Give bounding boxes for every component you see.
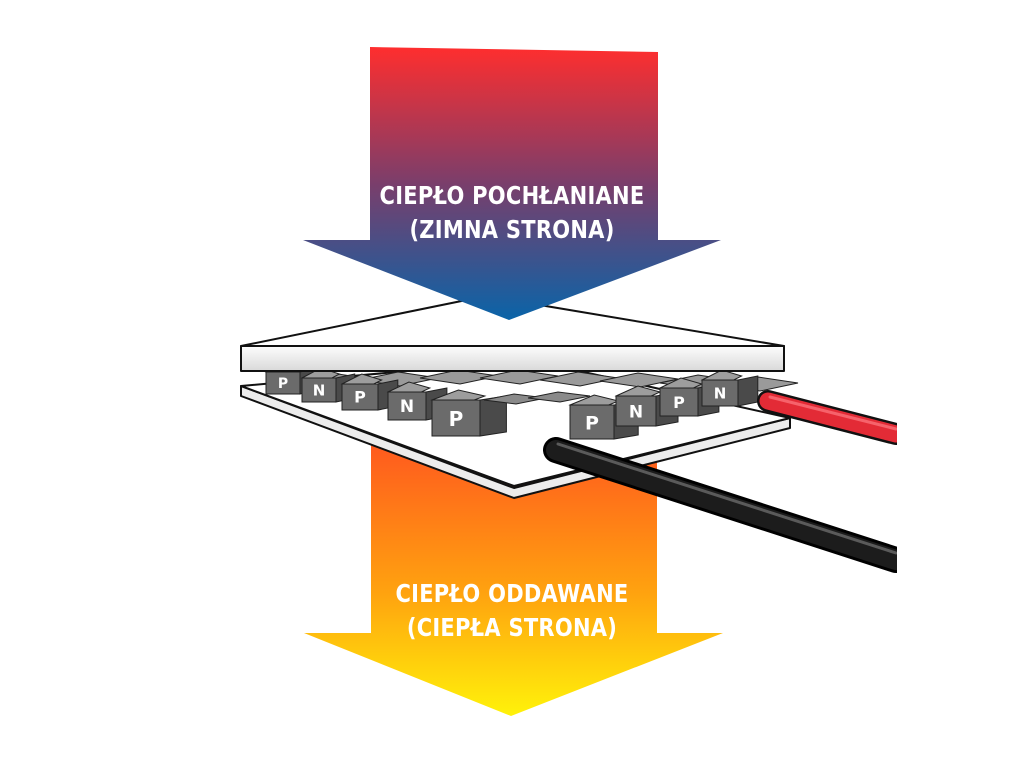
- hot-side-label: CIEPŁO ODDAWANE (CIEPŁA STRONA): [82, 577, 942, 645]
- leg-top-face: [527, 391, 591, 403]
- top-plate: [240, 295, 785, 372]
- leg-type-label: N: [714, 385, 727, 403]
- negative-wire: [543, 437, 909, 573]
- cold-side-label-line1: CIEPŁO POCHŁANIANE: [379, 181, 645, 210]
- leg-type-label: P: [585, 412, 599, 434]
- cold-side-arrow: [303, 47, 721, 320]
- hot-side-arrow: [304, 445, 723, 716]
- positive-wire: [757, 390, 907, 445]
- thermoelectric-leg: N: [700, 369, 759, 407]
- leg-type-label: P: [278, 376, 288, 392]
- hot-side-label-line1: CIEPŁO ODDAWANE: [395, 579, 629, 608]
- thermoelectric-legs: P N P N P P N P N: [264, 361, 799, 440]
- leg-type-label: N: [313, 381, 326, 399]
- thermoelectric-leg: P: [430, 389, 507, 437]
- cold-side-label-line2: (ZIMNA STRONA): [409, 215, 615, 244]
- leg-type-label: N: [400, 397, 414, 417]
- leg-type-label: P: [449, 407, 464, 431]
- leg-type-label: P: [673, 393, 685, 412]
- leg-type-label: N: [629, 403, 643, 423]
- leg-type-label: P: [354, 388, 366, 407]
- hot-side-label-line2: (CIEPŁA STRONA): [406, 613, 618, 642]
- cold-side-label: CIEPŁO POCHŁANIANE (ZIMNA STRONA): [82, 179, 942, 247]
